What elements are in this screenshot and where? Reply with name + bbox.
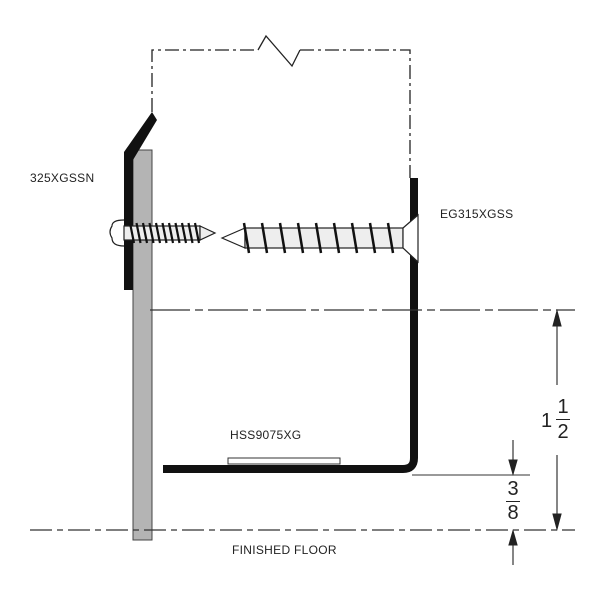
- thread-mark: [174, 222, 181, 244]
- thread-mark: [260, 222, 269, 254]
- dimension-gap: [508, 440, 518, 565]
- thread-mark: [187, 222, 194, 244]
- thread-mark: [332, 222, 341, 254]
- thread-mark: [135, 222, 142, 244]
- fraction-bar: [506, 501, 520, 502]
- label-325XGSSN: 325XGSSN: [30, 171, 95, 185]
- door-outline: [151, 49, 411, 178]
- dimension-gap-label: 3 8: [503, 479, 523, 527]
- thread-mark: [278, 222, 287, 254]
- dim-numerator: 1: [557, 396, 569, 418]
- thread-mark: [314, 222, 323, 254]
- label-EG315XGSS: EG315XGSS: [440, 207, 514, 221]
- dim-denominator: 2: [557, 421, 569, 443]
- gap-denominator: 8: [507, 502, 519, 524]
- dimension-overall-label: 1 1 2: [541, 397, 573, 447]
- threshold-bracket: [163, 178, 418, 473]
- fraction-bar: [556, 419, 570, 420]
- thread-mark: [242, 222, 251, 254]
- thread-mark: [296, 222, 305, 254]
- thread-mark: [386, 222, 395, 254]
- thread-mark: [368, 222, 377, 254]
- label-finished-floor: FINISHED FLOOR: [232, 543, 337, 557]
- thread-mark: [193, 222, 201, 244]
- thread-mark: [350, 222, 359, 254]
- thread-mark: [167, 222, 175, 244]
- dimension-overall: [552, 308, 562, 532]
- strip-plate: [227, 457, 341, 465]
- thread-mark: [128, 222, 136, 244]
- thread-mark: [180, 222, 188, 244]
- thread-mark: [148, 222, 155, 244]
- left-flange: [124, 112, 157, 290]
- wall-panel: [132, 149, 153, 541]
- break-symbol: [257, 34, 301, 68]
- label-HSS9075XG: HSS9075XG: [230, 428, 302, 442]
- thread-mark: [141, 222, 149, 244]
- gap-numerator: 3: [507, 478, 519, 500]
- dim-whole: 1: [541, 410, 553, 432]
- thread-mark: [161, 222, 168, 244]
- thread-mark: [154, 222, 162, 244]
- screw-EG315XGSS: [220, 213, 419, 264]
